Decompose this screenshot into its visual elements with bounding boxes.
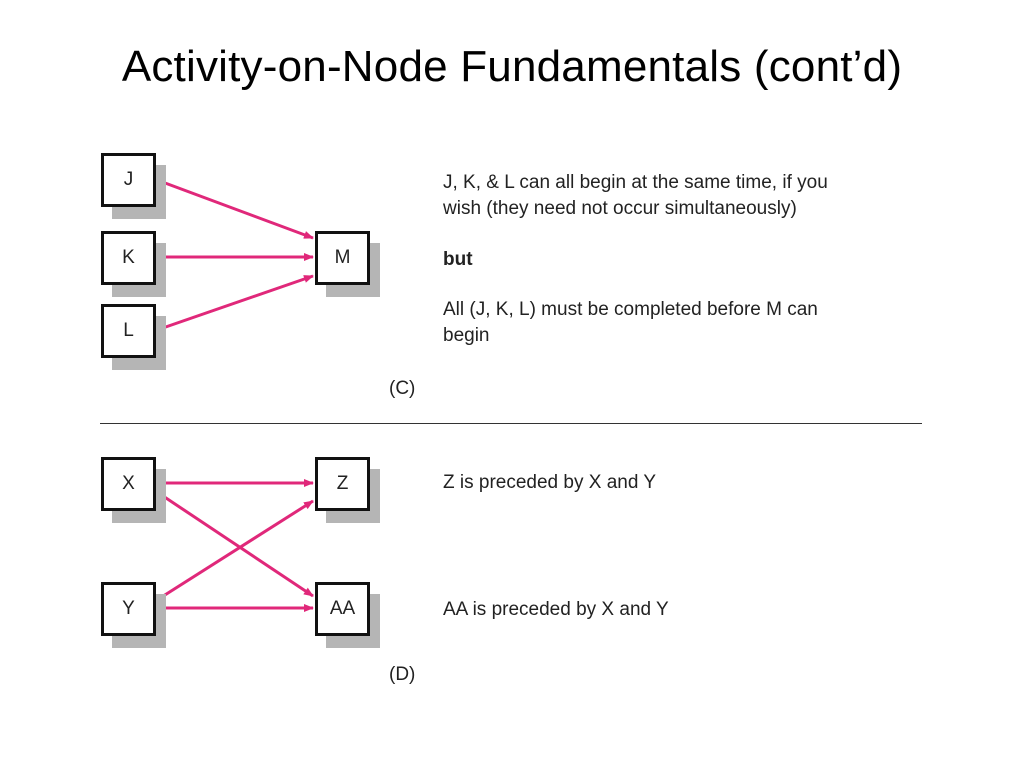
description-c-line4: begin <box>443 325 490 346</box>
slide-title: Activity-on-Node Fundamentals (cont’d) <box>121 42 903 91</box>
caption-d: (D) <box>389 664 416 685</box>
caption-c: (C) <box>389 378 416 399</box>
description-c-line3: All (J, K, L) must be completed before M… <box>443 299 818 320</box>
node-aa: AA <box>315 582 370 636</box>
description-c-line2: wish (they need not occur simultaneously… <box>443 198 797 219</box>
section-divider <box>100 423 922 424</box>
node-m: M <box>315 231 370 285</box>
description-c-line1: J, K, & L can all begin at the same time… <box>443 172 828 193</box>
node-j: J <box>101 153 156 207</box>
node-x: X <box>101 457 156 511</box>
description-z: Z is preceded by X and Y <box>443 472 656 493</box>
arrow-y-to-z <box>156 499 314 602</box>
arrow-l-to-m <box>156 274 314 332</box>
node-z: Z <box>315 457 370 511</box>
node-k: K <box>101 231 156 285</box>
description-c-but: but <box>443 249 473 270</box>
arrow-x-to-aa <box>156 490 314 598</box>
description-aa: AA is preceded by X and Y <box>443 599 669 620</box>
arrow-j-to-m <box>156 178 314 240</box>
node-y: Y <box>101 582 156 636</box>
node-l: L <box>101 304 156 358</box>
